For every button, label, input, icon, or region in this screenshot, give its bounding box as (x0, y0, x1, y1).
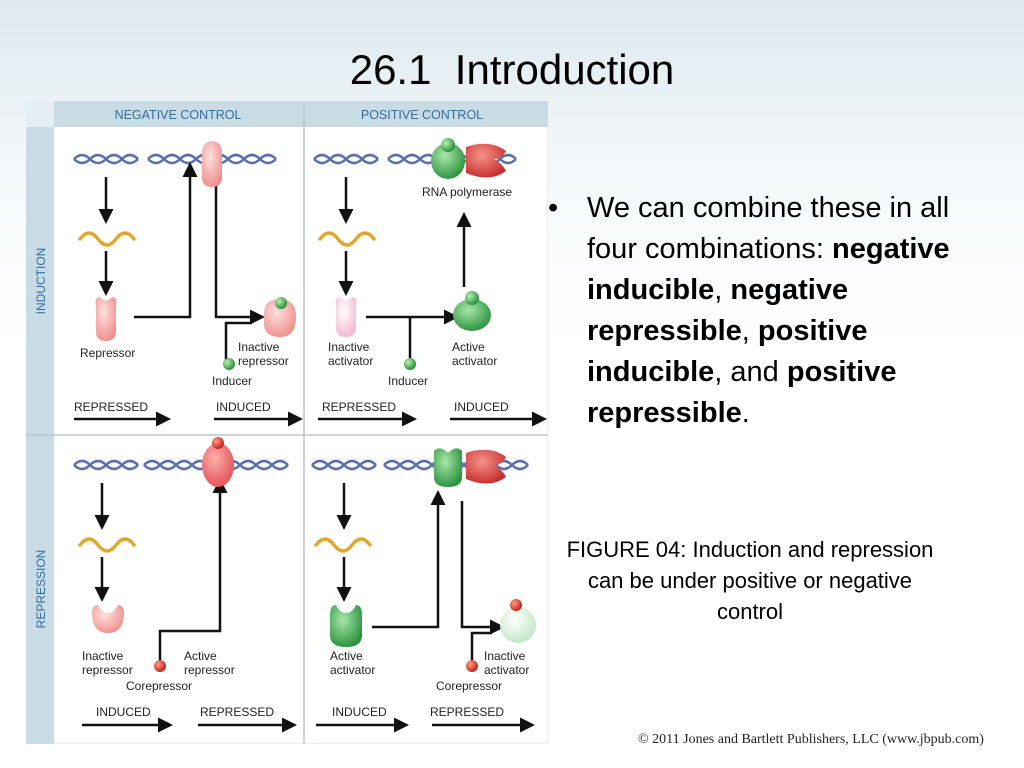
corepressor-molecule-positive (466, 660, 478, 672)
inactive-activator (335, 297, 357, 337)
rna-polymerase-top (431, 138, 506, 179)
label-inducer-positive: Inducer (388, 374, 428, 388)
inducer-molecule (223, 358, 235, 370)
term-positive-inducible: positive inducible (587, 315, 868, 388)
label-active-repressor-2: repressor (184, 663, 235, 677)
label-corepressor: Corepressor (126, 679, 192, 693)
label-inactive-activator-2: activator (328, 354, 373, 368)
repressor-protein (95, 297, 117, 341)
corepressor-molecule (154, 660, 166, 672)
active-activator-bottom (330, 605, 362, 647)
label-repressed-tr: REPRESSED (322, 400, 396, 414)
label-active-activator-1: Active (452, 340, 485, 354)
label-inactive-repressor-b2: repressor (82, 663, 133, 677)
gene-regulation-figure: NEGATIVE CONTROL POSITIVE CONTROL INDUCT… (26, 101, 548, 744)
mrna-waves (78, 231, 376, 553)
sep: , (714, 274, 731, 306)
label-repressor: Repressor (80, 346, 135, 360)
label-active-activator-2: activator (452, 354, 497, 368)
term-negative-inducible: negative inducible (587, 233, 950, 306)
col-header-positive: POSITIVE CONTROL (361, 108, 483, 122)
copyright-notice: © 2011 Jones and Bartlett Publishers, LL… (638, 732, 984, 747)
inducer-molecule-positive (404, 358, 416, 370)
inactive-activator-bottom (500, 607, 536, 643)
bullet-text: We can combine these in all four combina… (587, 188, 988, 434)
col-header-negative: NEGATIVE CONTROL (115, 108, 242, 122)
inducer-bound-activator (465, 291, 479, 305)
bullet-point: • We can combine these in all four combi… (548, 188, 988, 434)
label-repressed-tl: REPRESSED (74, 400, 148, 414)
sep: . (741, 397, 750, 429)
row-header-induction: INDUCTION (34, 248, 48, 315)
corepressor-bound (510, 599, 522, 611)
label-active-activator-b2: activator (330, 663, 375, 677)
term-negative-repressible: negative repressible (587, 274, 849, 347)
header-bar (54, 101, 548, 127)
active-activator (453, 299, 491, 331)
term-positive-repressible: positive repressible (587, 356, 897, 429)
bullet-dot: • (548, 192, 559, 224)
sep: , and (714, 356, 787, 388)
inactive-repressor (264, 299, 296, 337)
label-inducer: Inducer (212, 374, 252, 388)
label-active-repressor-1: Active (184, 649, 217, 663)
label-repressed-bl: REPRESSED (200, 705, 274, 719)
label-inactive-repressor-b1: Inactive (82, 649, 124, 663)
sep: , (741, 315, 758, 347)
active-repressor-on-dna (202, 437, 234, 487)
label-repressed-br: REPRESSED (430, 705, 504, 719)
figure-caption: FIGURE 04: Induction and repression can … (566, 537, 934, 624)
label-inactive-activator-b2: activator (484, 663, 529, 677)
label-inactive-repressor-2: repressor (238, 354, 289, 368)
label-induced-tl: INDUCED (216, 400, 271, 414)
label-active-activator-b1: Active (330, 649, 363, 663)
inactive-repressor-bottom (92, 605, 124, 633)
label-rna-polymerase: RNA polymerase (422, 185, 512, 199)
pathway-arrows (74, 162, 547, 733)
repressor-on-dna (202, 141, 222, 187)
slide-title: 26.1 Introduction (349, 46, 675, 93)
label-inactive-activator-b1: Inactive (484, 649, 526, 663)
label-induced-tr: INDUCED (454, 400, 509, 414)
label-corepressor-positive: Corepressor (436, 679, 502, 693)
rna-polymerase-bottom (434, 448, 506, 487)
row-header-repression: REPRESSION (34, 550, 48, 629)
inducer-bound (275, 297, 287, 309)
label-induced-bl: INDUCED (96, 705, 151, 719)
bullet-intro: We can combine these in all four combina… (587, 192, 950, 265)
label-inactive-repressor-1: Inactive (238, 340, 280, 354)
label-induced-br: INDUCED (332, 705, 387, 719)
label-inactive-activator-1: Inactive (328, 340, 370, 354)
